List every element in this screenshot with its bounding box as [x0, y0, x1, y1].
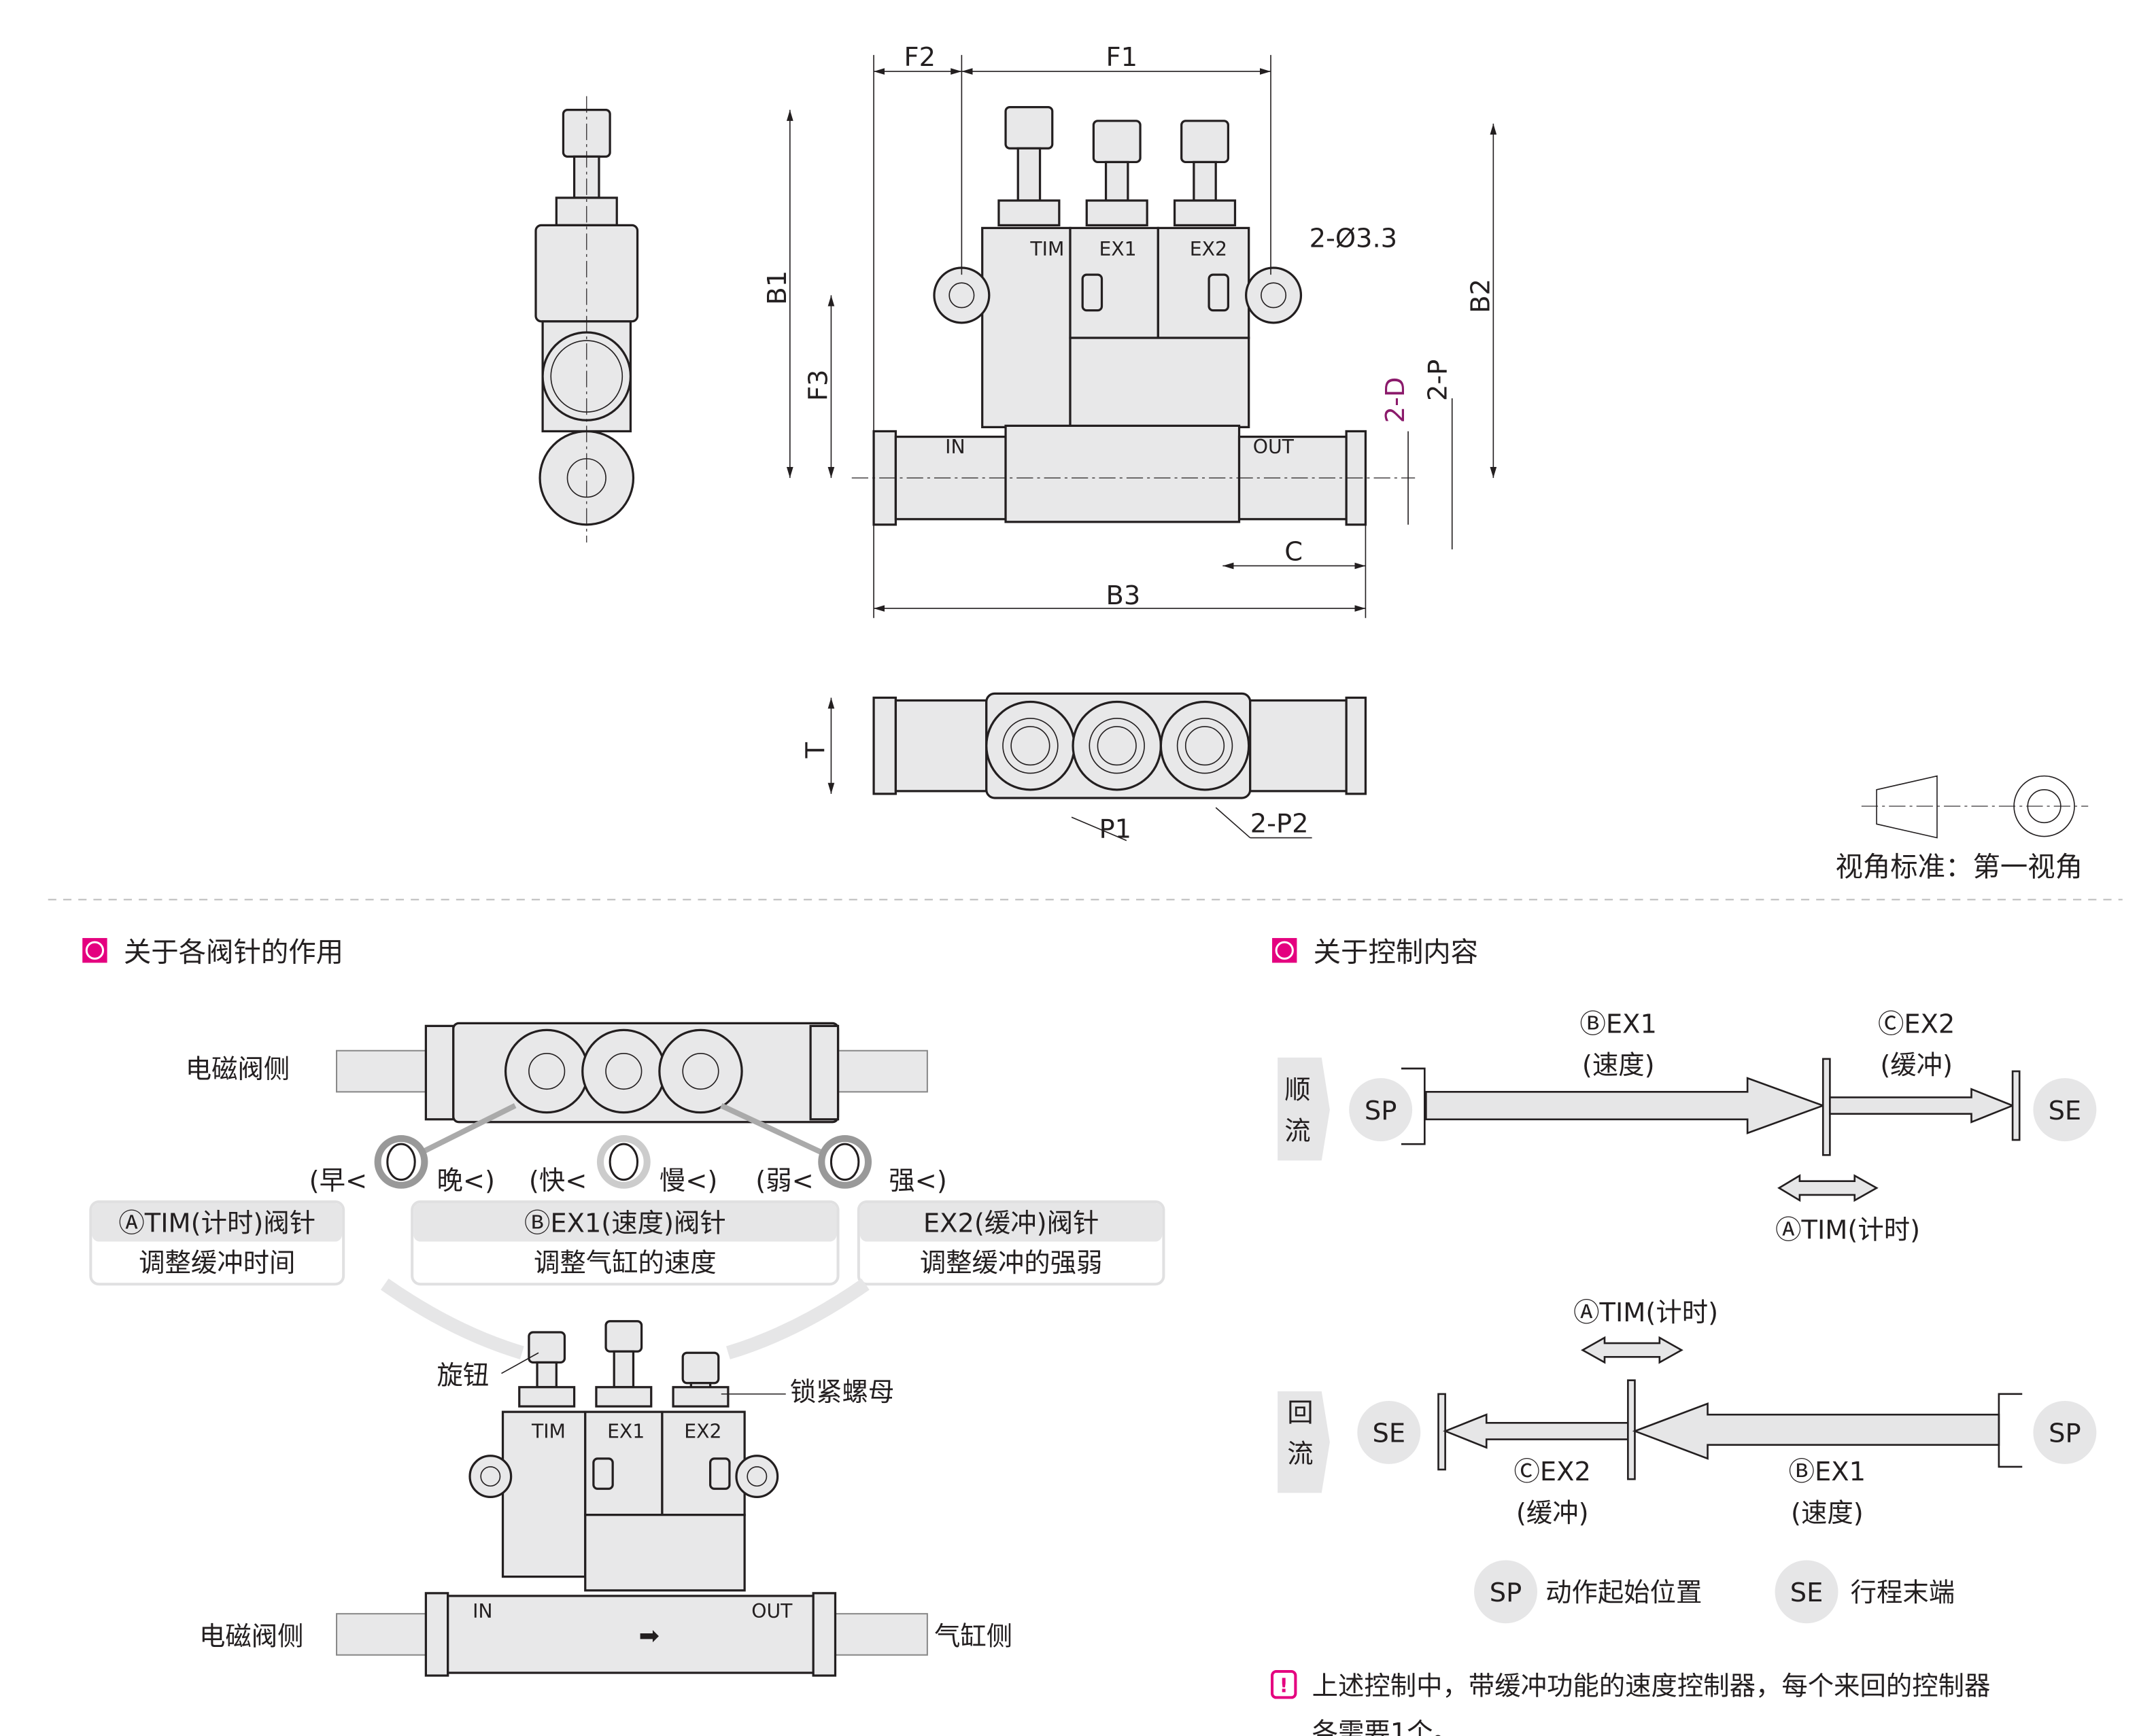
port-label-tim: TIM [531, 1421, 566, 1443]
dim-F2: F2 [904, 42, 936, 73]
forward-ex1-sub: (速度) [1582, 1050, 1655, 1081]
port-label-out: OUT [751, 1600, 793, 1622]
control-section: 关于控制内容 顺 流 SP SE ⒷEX1 (速度) ⒸEX2 (缓冲) ⒶTI… [1271, 935, 2097, 1736]
side-view-drawing [534, 96, 639, 543]
forward-ex1: ⒷEX1 [1580, 1009, 1657, 1039]
return-start: SP [2049, 1419, 2081, 1449]
dim-2-D: 2-D [1380, 377, 1411, 423]
forward-start: SP [1365, 1096, 1397, 1126]
forward-flow-diagram: 顺 流 SP SE ⒷEX1 (速度) ⒸEX2 (缓冲) ⒶTIM(计时) [1278, 1009, 2097, 1246]
legend: SP 动作起始位置 SE 行程末端 [1474, 1560, 1955, 1624]
dim-P1: P1 [1099, 814, 1131, 845]
note-text: 上述控制中，带缓冲功能的速度控制器，每个来回的控制器 [1312, 1671, 1991, 1701]
card-desc: 调整缓冲时间 [139, 1248, 295, 1279]
port-label-ex2: EX2 [1190, 238, 1227, 260]
card-title: ⒶTIM(计时)阀针 [118, 1208, 315, 1238]
svg-text:!: ! [1280, 1674, 1288, 1697]
projection-label: 视角标准：第一视角 [1835, 850, 2083, 883]
card-desc: 调整缓冲的强弱 [920, 1248, 1103, 1279]
note: ! 上述控制中，带缓冲功能的速度控制器，每个来回的控制器 各需要1个。 [1271, 1670, 1991, 1736]
top-view-drawing: T P1 2-P2 [800, 692, 1367, 845]
dim-B3: B3 [1106, 580, 1141, 611]
warning-icon [1271, 1670, 1297, 1699]
port-label-in: IN [473, 1600, 492, 1622]
return-flow-diagram: ⒶTIM(计时) 回 流 SE SP ⒸEX2 (缓冲) ⒷEX1 (速度) [1278, 1298, 2097, 1529]
card-title: ⒷEX1(速度)阀针 [524, 1208, 726, 1238]
forward-label-1: 顺 [1284, 1075, 1310, 1105]
legend-text-se: 行程末端 [1851, 1578, 1955, 1608]
dim-B1: B1 [762, 271, 793, 305]
return-ex1: ⒷEX1 [1789, 1457, 1866, 1487]
lock-nut-label: 锁紧螺母 [790, 1377, 894, 1408]
forward-tim: ⒶTIM(计时) [1775, 1215, 1920, 1246]
return-end: SE [1372, 1419, 1405, 1449]
legend-text-sp: 动作起始位置 [1545, 1578, 1702, 1608]
legend-abbr-se: SE [1790, 1578, 1824, 1608]
dim-2-P: 2-P [1423, 360, 1454, 401]
control-heading: 关于控制内容 [1314, 935, 1478, 968]
port-label-in: IN [945, 436, 965, 458]
forward-ex2-sub: (缓冲) [1880, 1050, 1953, 1081]
ex2-adjust-right: 强<) [889, 1166, 947, 1196]
dim-C: C [1284, 536, 1303, 567]
flow-arrow-icon: ➡ [639, 1621, 660, 1650]
ex2-adjust-left: (弱< [755, 1166, 814, 1196]
ex1-adjust-left: (快< [529, 1166, 587, 1196]
return-ex1-sub: (速度) [1791, 1498, 1864, 1529]
note-text-2: 各需要1个。 [1312, 1718, 1459, 1736]
knob-label: 旋钮 [437, 1361, 490, 1391]
solenoid-side-label-bottom: 电磁阀侧 [199, 1622, 304, 1652]
dim-B2: B2 [1465, 279, 1496, 313]
port-label-tim: TIM [1029, 238, 1064, 260]
card-desc: 调整气缸的速度 [534, 1248, 717, 1279]
dimension-lines: F2 F1 B1 F3 B2 2-D 2-P C B3 2-Ø3.3 [762, 42, 1497, 619]
card-tim: ⒶTIM(计时)阀针 调整缓冲时间 [89, 1200, 345, 1286]
tim-adjust-right: 晚<) [437, 1166, 496, 1196]
solenoid-side-label-top: 电磁阀侧 [186, 1054, 290, 1085]
card-ex1: ⒷEX1(速度)阀针 调整气缸的速度 [411, 1200, 840, 1286]
needles-heading: 关于各阀针的作用 [124, 935, 343, 968]
forward-ex2: ⒸEX2 [1878, 1009, 1955, 1039]
port-label-ex1: EX1 [1099, 238, 1136, 260]
dim-F3: F3 [803, 370, 834, 402]
projection-symbol: 视角标准：第一视角 [1835, 775, 2089, 883]
needle-function-section: 关于各阀针的作用 电磁阀侧 (早< 晚<) (快< 慢<) (弱< 强<) ⒶT… [82, 935, 1165, 1677]
dim-P2: 2-P2 [1250, 808, 1309, 839]
ex1-adjust-right: 慢<) [660, 1166, 718, 1196]
forward-end: SE [2049, 1096, 2082, 1126]
tim-adjust-left: (早< [309, 1166, 368, 1196]
forward-label-2: 流 [1284, 1116, 1310, 1147]
port-label-ex1: EX1 [607, 1421, 645, 1443]
return-label-1: 回 [1287, 1398, 1313, 1428]
dim-F1: F1 [1106, 42, 1137, 73]
return-label-2: 流 [1287, 1439, 1313, 1470]
port-label-out: OUT [1253, 436, 1295, 458]
dim-T: T [800, 742, 831, 759]
legend-abbr-sp: SP [1490, 1578, 1522, 1608]
front-view-drawing: TIM EX1 EX2 IN OUT [851, 105, 1416, 526]
cylinder-side-label: 气缸侧 [934, 1622, 1012, 1652]
card-ex2: EX2(缓冲)阀针 调整缓冲的强弱 [857, 1200, 1165, 1286]
card-title: EX2(缓冲)阀针 [923, 1208, 1099, 1238]
return-tim: ⒶTIM(计时) [1573, 1298, 1718, 1328]
return-ex2-sub: (缓冲) [1516, 1498, 1589, 1529]
port-label-ex2: EX2 [684, 1421, 721, 1443]
dim-hole: 2-Ø3.3 [1310, 224, 1398, 254]
return-ex2: ⒸEX2 [1514, 1457, 1591, 1487]
